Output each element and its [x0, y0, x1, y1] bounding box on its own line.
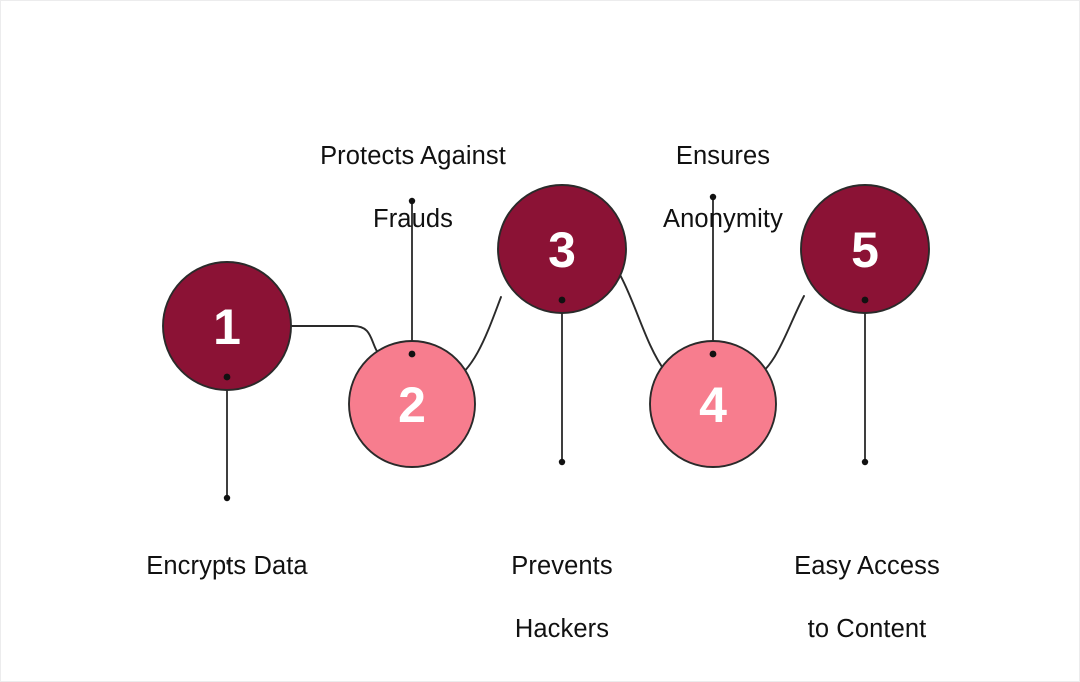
caption-node-3-line-1: Prevents [511, 552, 613, 581]
node-number-2: 2 [398, 377, 426, 433]
node-number-1: 1 [213, 299, 241, 355]
caption-node-1: Encrypts Data [127, 520, 327, 614]
node-number-4: 4 [699, 377, 727, 433]
caption-node-2-line-1: Protects Against [320, 142, 506, 171]
caption-node-4-line-2: Anonymity [663, 205, 783, 234]
node-number-group: 1 2 3 4 5 [213, 222, 879, 433]
leader-dot-outer-node-2 [408, 197, 416, 205]
caption-node-3: Prevents Hackers [462, 520, 662, 677]
leader-dot-inner-node-5 [861, 296, 869, 304]
caption-node-5-line-1: Easy Access [794, 552, 940, 581]
stray-dot-mark [226, 561, 230, 565]
node-number-3: 3 [548, 222, 576, 278]
caption-node-2-line-2: Frauds [373, 205, 453, 234]
leader-dot-inner-node-3 [558, 296, 566, 304]
caption-node-4-line-1: Ensures [675, 142, 771, 171]
node-circle-2[interactable] [348, 340, 476, 468]
connector-1-to-2 [288, 325, 383, 359]
leader-dot-outer-node-3 [558, 458, 566, 466]
leader-dot-outer-node-4 [709, 193, 717, 201]
node-circle-1[interactable] [162, 261, 292, 391]
leader-dot-inner-node-4 [709, 350, 717, 358]
leader-dot-group-inner [223, 296, 869, 381]
node-circle-3[interactable] [497, 184, 627, 314]
node-number-5: 5 [851, 222, 879, 278]
caption-node-4: Ensures Anonymity [623, 110, 823, 267]
node-circle-4[interactable] [649, 340, 777, 468]
caption-node-5-line-2: to Content [807, 615, 927, 644]
node-circle-group [162, 184, 930, 468]
caption-node-5: Easy Access to Content [757, 520, 977, 677]
leader-dot-outer-node-1 [223, 494, 231, 502]
connector-3-to-4 [618, 272, 666, 372]
leader-dot-outer-node-5 [861, 458, 869, 466]
caption-node-2: Protects Against Frauds [293, 110, 533, 267]
caption-node-3-line-2: Hackers [514, 615, 610, 644]
leader-dot-group-outer [223, 193, 869, 502]
leader-dot-inner-node-2 [408, 350, 416, 358]
leader-dot-inner-node-1 [223, 373, 231, 381]
leader-line-group [226, 197, 866, 498]
caption-node-1-line-1: Encrypts Data [146, 552, 308, 581]
node-circle-5[interactable] [800, 184, 930, 314]
